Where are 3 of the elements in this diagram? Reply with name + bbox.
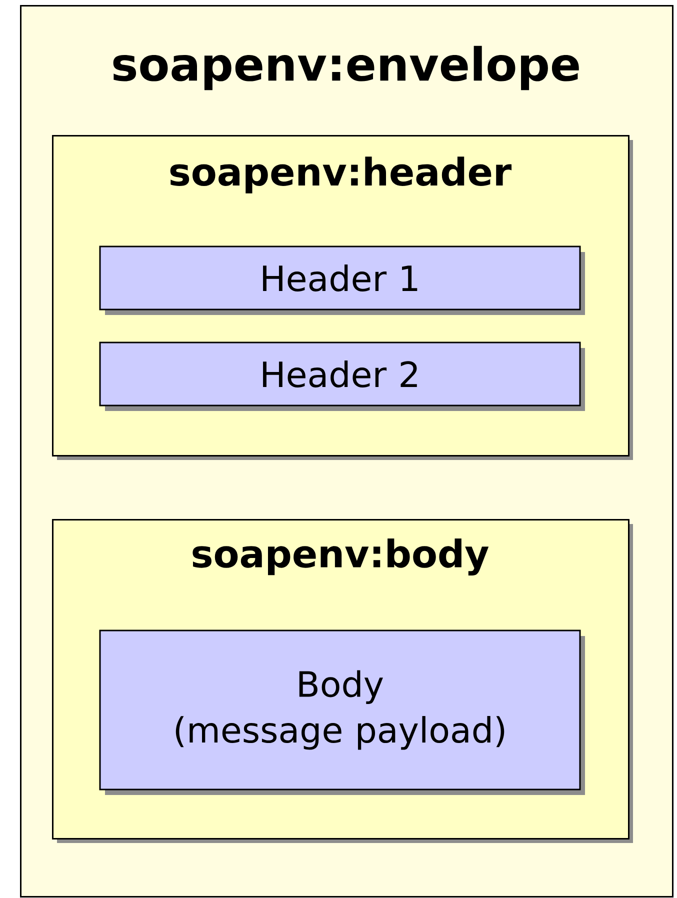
content-box: Body (message payload) — [99, 630, 585, 795]
content-box: Header 2 — [99, 342, 585, 411]
content-box: Header 1 — [99, 246, 585, 315]
